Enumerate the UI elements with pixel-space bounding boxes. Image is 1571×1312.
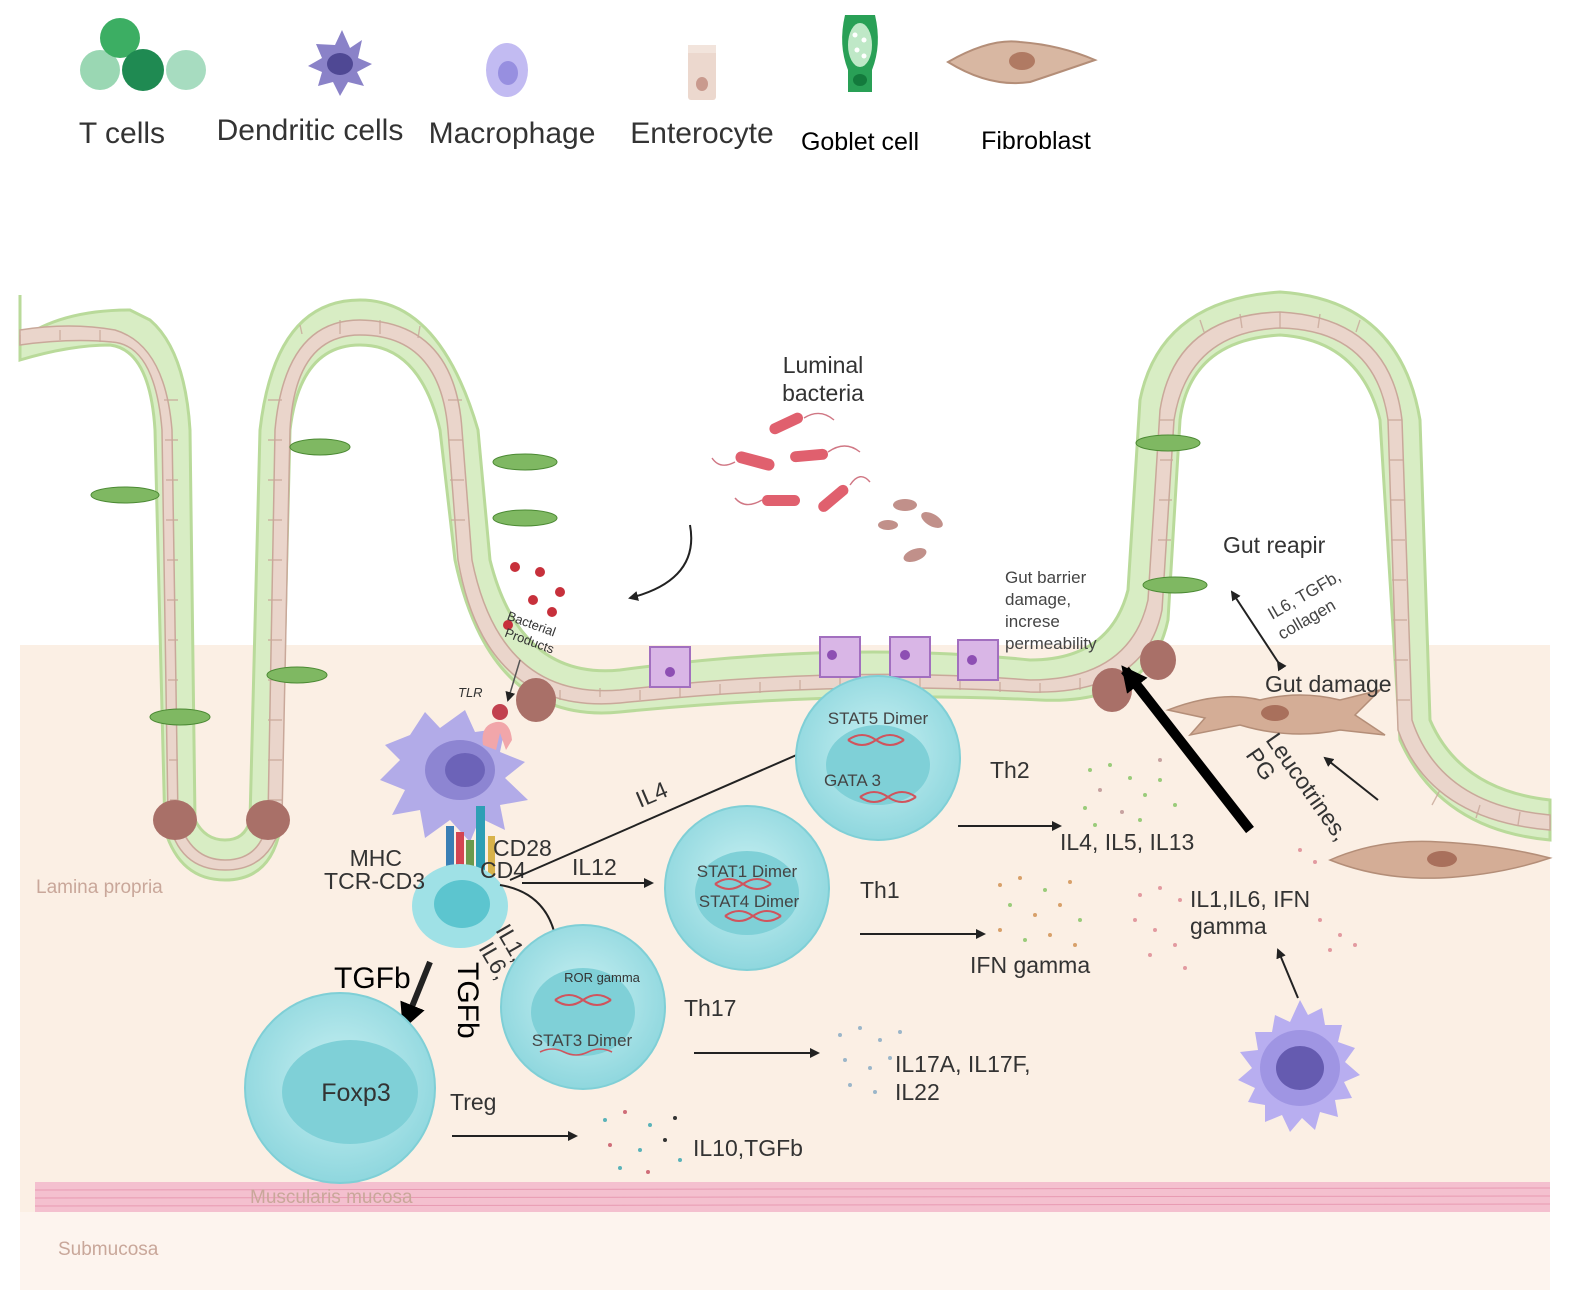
macrophage-icon [486, 43, 528, 97]
legend-label-enterocyte: Enterocyte [630, 117, 773, 150]
label-ifn-gamma: IFN gamma [970, 952, 1090, 978]
label-th1: Th1 [860, 877, 900, 903]
label-stat3: STAT3 Dimer [532, 1031, 633, 1050]
label-il10-tgfb: IL10,TGFb [693, 1135, 803, 1161]
fibroblast-lower [1328, 840, 1553, 879]
damaged-cells [649, 636, 999, 688]
th17-cell [500, 924, 666, 1090]
label-stat5: STAT5 Dimer [828, 709, 929, 728]
legend-label-macrophage: Macrophage [429, 117, 596, 150]
cytokines-il1-il6-ifn [1133, 848, 1357, 970]
macrophage-arrow [1276, 948, 1299, 999]
label-luminal-bacteria-1: Luminal [783, 352, 864, 378]
cytokines-ifn-gamma [998, 876, 1082, 947]
tissue [18, 290, 1552, 1290]
label-gut-barrier-2: damage, [1005, 590, 1071, 609]
enterocyte-partitions [19, 312, 1521, 826]
label-th17: Th17 [684, 995, 736, 1021]
label-submucosa: Submucosa [58, 1239, 159, 1260]
fibroblast-leucotrines-arrow [1323, 756, 1379, 801]
fibroblast-icon [946, 40, 1098, 85]
legend-label-fibroblast: Fibroblast [981, 127, 1091, 155]
legend: T cells Dendritic cells Macrophage Enter… [79, 15, 1098, 156]
label-foxp3: Foxp3 [321, 1079, 390, 1107]
label-treg: Treg [450, 1089, 496, 1115]
label-gata3: GATA 3 [824, 771, 881, 790]
label-tgfb: TGFb [334, 962, 411, 995]
label-gut-repair: Gut reapir [1223, 532, 1326, 558]
bacterial-products-dots [503, 562, 565, 630]
crypt-cells [153, 640, 1176, 840]
repair-damage-arrow [1230, 590, 1287, 672]
label-th2: Th2 [990, 757, 1030, 783]
treg-cell [244, 992, 436, 1184]
label-tgfb-rotated: TGFb [451, 962, 484, 1039]
bacteria-arrow [628, 524, 693, 601]
muscularis-stripes [34, 1187, 1551, 1207]
t-cells-icon [80, 18, 206, 91]
label-gut-barrier-4: permeability [1005, 634, 1097, 653]
legend-label-t-cells: T cells [79, 117, 165, 150]
label-il17: IL17A, IL17F, [895, 1051, 1031, 1077]
th1-cell [664, 805, 830, 971]
naive-t-cell [412, 864, 508, 948]
goblet-cells-epithelium [90, 434, 1208, 726]
legend-label-goblet-cell: Goblet cell [801, 128, 919, 156]
legend-label-dendritic-cells: Dendritic cells [217, 114, 404, 147]
activated-macrophage [1238, 1000, 1360, 1132]
label-luminal-bacteria-2: bacteria [782, 380, 864, 406]
label-tlr: TLR [458, 685, 483, 700]
damage-to-barrier-arrow [1121, 665, 1254, 834]
submucosa-area [20, 1212, 1550, 1290]
enterocyte-icon [688, 45, 716, 100]
label-il12: IL12 [572, 854, 617, 880]
label-il1-il6-ifn-1: IL1,IL6, IFN [1190, 886, 1310, 912]
label-stat1: STAT1 Dimer [697, 862, 798, 881]
label-mhc: MHC [350, 845, 402, 871]
il4-arrow [509, 748, 810, 881]
label-ror-gamma: ROR gamma [564, 970, 641, 985]
label-tcr-cd3: TCR-CD3 [324, 868, 425, 894]
label-cd28: CD28 [493, 835, 552, 861]
cytokines-il4-il5-il13 [1083, 758, 1177, 827]
label-stat4: STAT4 Dimer [699, 892, 800, 911]
cytokines-il17 [838, 1026, 902, 1094]
label-gut-damage: Gut damage [1265, 671, 1392, 697]
label-gut-barrier-1: Gut barrier [1005, 568, 1087, 587]
goblet-cell-icon [842, 15, 878, 92]
label-muscularis-mucosa: Muscularis mucosa [250, 1187, 413, 1208]
label-gut-barrier-3: increse [1005, 612, 1060, 631]
tlr-receptor [482, 704, 512, 750]
enterocyte-band [19, 311, 1551, 871]
cytokines-il10-tgfb [603, 1110, 682, 1174]
label-il22: IL22 [895, 1079, 940, 1105]
products-arrow [505, 659, 521, 702]
th2-cell [795, 675, 961, 841]
dendritic-cell-icon [308, 30, 372, 96]
fibroblast-upper [1165, 688, 1386, 737]
treg-arrow [400, 960, 433, 1030]
label-cd4: CD4 [480, 857, 526, 883]
label-il4-il5-il13: IL4, IL5, IL13 [1060, 829, 1194, 855]
mhc-tcr-receptors [446, 806, 495, 876]
label-il1-il6-ifn-2: gamma [1190, 913, 1267, 939]
luminal-bacteria [711, 412, 943, 562]
label-lamina-propria: Lamina propria [36, 877, 163, 898]
